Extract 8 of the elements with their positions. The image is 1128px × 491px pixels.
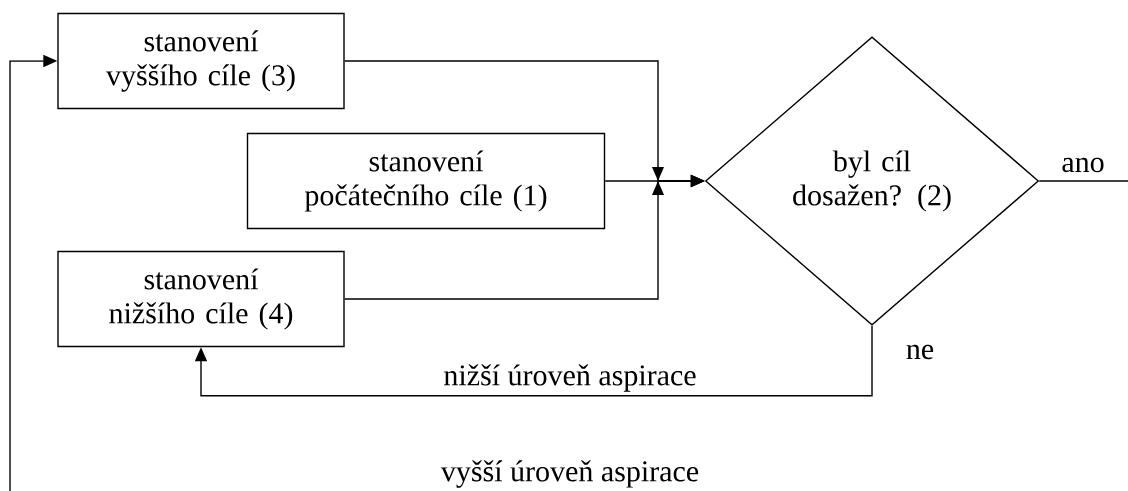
process-box: stanovení nižšího cíle (4) (57, 250, 345, 348)
arrow (194, 325, 873, 397)
connector-line (1038, 180, 1128, 182)
process-box: stanovení vyššího cíle (3) (57, 12, 345, 110)
branch-label: vyšší úroveň aspirace (440, 460, 699, 488)
edge-label: nižší úroveň aspirace (444, 364, 696, 392)
process-box: stanovení počátečního cíle (1) (246, 132, 606, 230)
edge-label: ano (1062, 157, 1104, 173)
